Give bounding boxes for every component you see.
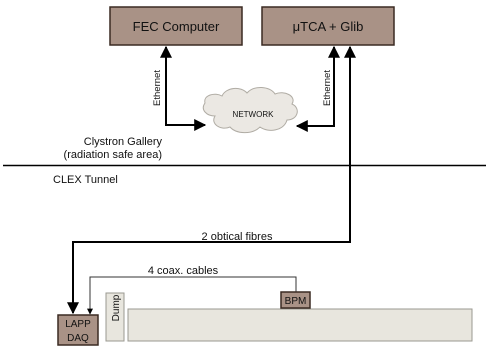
ethernet-label-right: Ethernet bbox=[322, 70, 333, 106]
gallery-label-line1: Clystron Gallery bbox=[84, 136, 163, 148]
fec-computer-node: FEC Computer bbox=[109, 6, 243, 46]
dump-label: Dump bbox=[111, 294, 122, 321]
lapp-daq-box bbox=[57, 314, 99, 346]
bpm-label: BPM bbox=[285, 296, 307, 307]
ethernet-label-left: Ethernet bbox=[152, 70, 163, 106]
bpm-box bbox=[280, 291, 311, 309]
beamline bbox=[127, 308, 473, 342]
daq-label-line1: LAPP bbox=[65, 319, 91, 330]
fec-computer-box bbox=[109, 6, 243, 46]
fibres-label: 2 obtical fibres bbox=[202, 231, 273, 243]
coax-cable-link bbox=[87, 276, 297, 315]
fec-computer-label: FEC Computer bbox=[133, 19, 220, 34]
utca-glib-label: μTCA + Glib bbox=[293, 19, 364, 34]
network-label: NETWORK bbox=[233, 110, 275, 119]
lapp-daq-node: LAPP DAQ bbox=[57, 314, 99, 346]
gallery-label-line2: (radiation safe area) bbox=[64, 149, 162, 161]
utca-glib-box bbox=[261, 6, 395, 46]
network-cloud: NETWORK bbox=[202, 87, 298, 134]
dump-node: Dump bbox=[105, 292, 125, 342]
ethernet-link-left bbox=[160, 45, 207, 131]
coax-label: 4 coax. cables bbox=[148, 265, 219, 277]
optical-fibre-link bbox=[67, 45, 356, 315]
utca-glib-node: μTCA + Glib bbox=[261, 6, 395, 46]
dump-box bbox=[105, 292, 125, 342]
tunnel-label: CLEX Tunnel bbox=[53, 174, 118, 186]
bpm-node: BPM bbox=[280, 291, 311, 309]
daq-label-line2: DAQ bbox=[67, 333, 89, 344]
